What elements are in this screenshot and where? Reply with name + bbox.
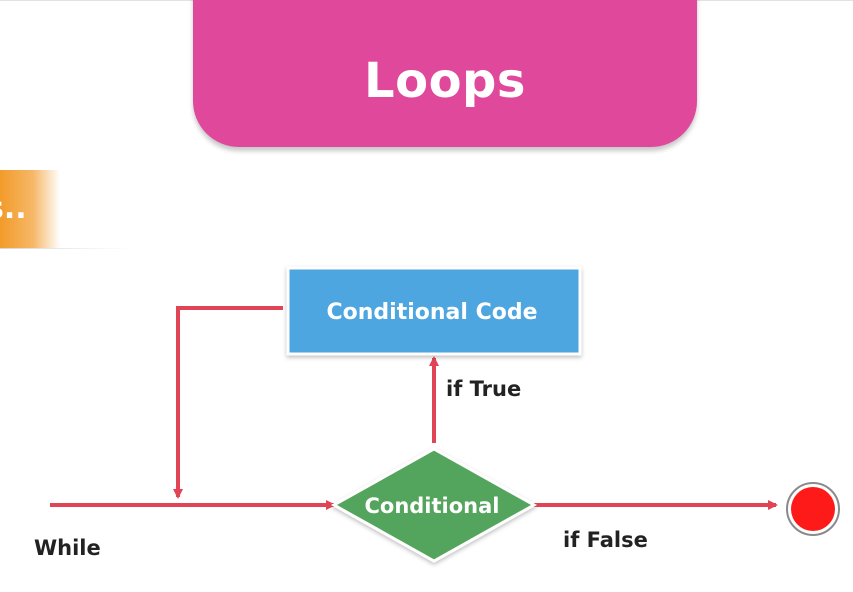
end-node: [786, 482, 840, 536]
side-tab: s..: [0, 170, 60, 248]
conditional-code-box: Conditional Code: [286, 266, 582, 356]
while-label: While: [34, 536, 101, 560]
page-title: Loops: [364, 53, 526, 109]
conditional-diamond: Conditional: [330, 447, 538, 563]
title-banner: Loops: [193, 0, 697, 147]
conditional-code-label: Conditional Code: [326, 300, 537, 325]
conditional-label: Conditional: [364, 494, 499, 518]
loop-back-arrow: [173, 306, 283, 499]
side-divider: [0, 248, 130, 249]
side-tab-text: s..: [0, 191, 27, 226]
if-true-label: if True: [446, 377, 521, 401]
if-false-label: if False: [563, 528, 648, 552]
